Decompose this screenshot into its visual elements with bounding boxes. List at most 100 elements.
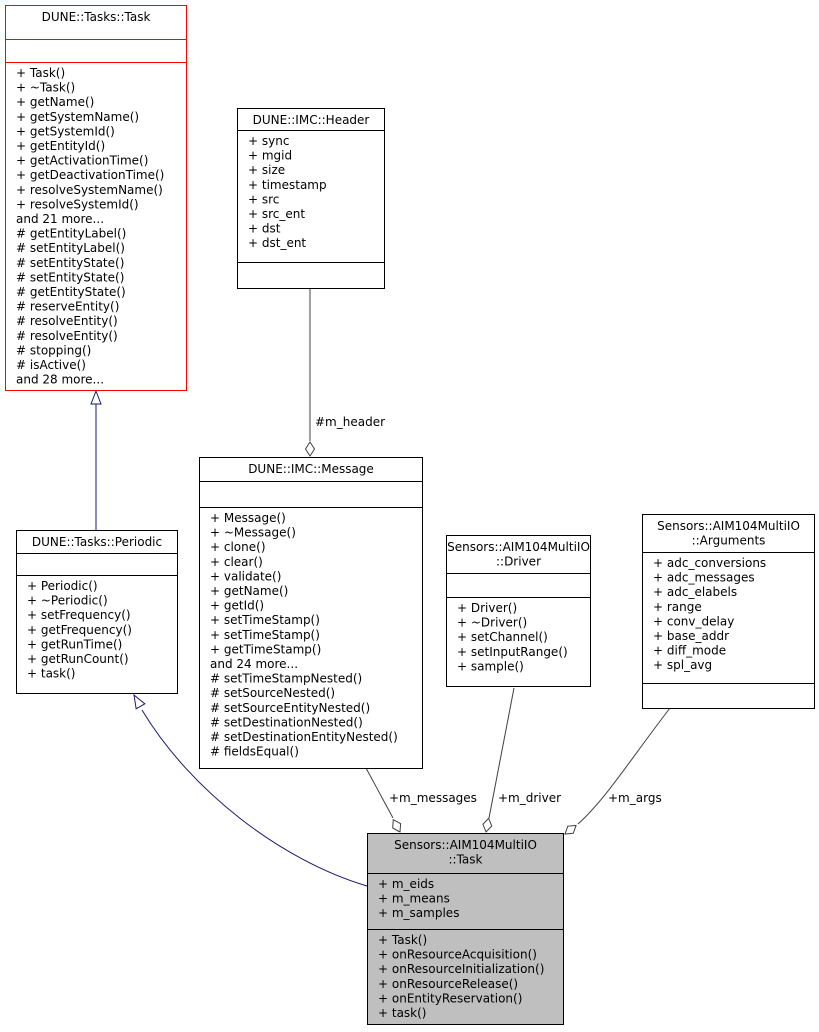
aggregation-diamond <box>482 817 493 833</box>
class-method: and 28 more... <box>16 373 104 387</box>
relation-message-to-task: +m_messages <box>365 767 477 833</box>
class-attribute: + m_means <box>378 892 450 906</box>
class-method: # reserveEntity() <box>16 300 119 314</box>
class-method: # resolveEntity() <box>16 329 118 343</box>
relation-task-base-to-periodic <box>90 389 102 530</box>
relation-label: +m_messages <box>389 791 477 805</box>
class-method: + getDeactivationTime() <box>16 168 164 182</box>
inheritance-arrowhead <box>90 389 102 405</box>
class-method: + getFrequency() <box>27 623 132 637</box>
relation-driver-to-task: +m_driver <box>482 687 561 833</box>
class-boxes: DUNE::Tasks::Task+ Task()+ ~Task()+ getN… <box>5 5 815 1025</box>
class-method: + getId() <box>210 599 264 613</box>
class-method: # fieldsEqual() <box>210 745 299 759</box>
class-title: Sensors::AIM104MultiIO <box>394 838 537 852</box>
class-attribute: + m_samples <box>378 906 459 920</box>
relation-line <box>488 687 515 819</box>
class-method: + sample() <box>457 659 524 673</box>
class-method: # setSourceEntityNested() <box>210 701 370 715</box>
class-method: + ~Driver() <box>457 616 527 630</box>
class-attribute: + conv_delay <box>653 614 734 628</box>
relation-label: #m_header <box>315 415 385 429</box>
class-title: ::Driver <box>496 555 541 569</box>
class-method: # setDestinationEntityNested() <box>210 730 398 744</box>
class-method: + getTimeStamp() <box>210 642 321 656</box>
class-method: # getEntityLabel() <box>16 227 126 241</box>
class-attribute: + adc_elabels <box>653 585 737 599</box>
class-title: DUNE::Tasks::Task <box>42 10 151 24</box>
inheritance-arrowhead <box>133 693 146 710</box>
class-box <box>446 535 591 687</box>
class-method: + getSystemName() <box>16 110 139 124</box>
class-periodic[interactable]: DUNE::Tasks::Periodic+ Periodic()+ ~Peri… <box>16 530 178 694</box>
class-method: + clone() <box>210 540 266 554</box>
class-method: + onResourceAcquisition() <box>378 948 537 962</box>
class-attribute: + dst_ent <box>248 236 306 250</box>
class-method: # getEntityState() <box>16 285 126 299</box>
class-method: + getName() <box>210 584 288 598</box>
class-method: + setTimeStamp() <box>210 613 320 627</box>
class-method: + Task() <box>16 66 65 80</box>
class-method: + clear() <box>210 555 263 569</box>
class-title: ::Task <box>449 853 483 867</box>
class-method: # isActive() <box>16 358 86 372</box>
class-method: # setEntityState() <box>16 270 124 284</box>
class-attribute: + spl_avg <box>653 658 712 672</box>
class-attribute: + adc_messages <box>653 571 755 585</box>
class-attribute: + src_ent <box>248 207 305 221</box>
relation-label: +m_driver <box>498 791 561 805</box>
class-method: + setInputRange() <box>457 645 568 659</box>
class-arguments[interactable]: Sensors::AIM104MultiIO::Arguments+ adc_c… <box>642 514 815 709</box>
class-title: Sensors::AIM104MultiIO <box>657 519 800 533</box>
class-imc-message[interactable]: DUNE::IMC::Message+ Message()+ ~Message(… <box>199 457 423 769</box>
class-method: + setFrequency() <box>27 608 131 622</box>
relation-line <box>365 767 394 819</box>
class-method: + getActivationTime() <box>16 154 148 168</box>
class-title: Sensors::AIM104MultiIO <box>447 540 590 554</box>
class-method: + onEntityReservation() <box>378 991 522 1005</box>
class-method: + getName() <box>16 95 94 109</box>
class-method: # setEntityState() <box>16 256 124 270</box>
class-attribute: + range <box>653 600 702 614</box>
class-method: # setSourceNested() <box>210 686 335 700</box>
class-method: + resolveSystemName() <box>16 183 163 197</box>
class-title: DUNE::IMC::Header <box>253 113 370 127</box>
class-imc-header[interactable]: DUNE::IMC::Header+ sync+ mgid+ size+ tim… <box>237 108 385 289</box>
class-attribute: + diff_mode <box>653 644 726 658</box>
relation-periodic-to-task <box>133 693 368 887</box>
aggregation-diamond <box>392 818 402 833</box>
class-box <box>237 108 385 289</box>
class-attribute: + m_eids <box>378 877 434 891</box>
relation-header-to-message: #m_header <box>304 289 385 457</box>
class-box <box>16 530 178 694</box>
class-method: + validate() <box>210 569 281 583</box>
class-attribute: + dst <box>248 222 281 236</box>
class-method: + onResourceRelease() <box>378 977 518 991</box>
class-method: + ~Message() <box>210 526 296 540</box>
relation-line <box>577 707 671 825</box>
class-method: + getRunTime() <box>27 637 122 651</box>
class-attribute: + sync <box>248 134 289 148</box>
class-method: and 21 more... <box>16 212 104 226</box>
class-method: + getRunCount() <box>27 652 129 666</box>
class-method: + Driver() <box>457 601 517 615</box>
class-attribute: + size <box>248 163 285 177</box>
class-method: # stopping() <box>16 343 91 357</box>
aggregation-diamond <box>564 824 577 835</box>
class-attribute: + adc_conversions <box>653 556 766 570</box>
class-method: + task() <box>378 1006 427 1020</box>
class-box <box>642 514 815 709</box>
class-method: + ~Task() <box>16 81 75 95</box>
class-method: + resolveSystemId() <box>16 197 139 211</box>
class-method: + setTimeStamp() <box>210 628 320 642</box>
class-task[interactable]: Sensors::AIM104MultiIO::Task+ m_eids+ m_… <box>367 833 564 1025</box>
class-box <box>5 5 187 391</box>
class-task-base[interactable]: DUNE::Tasks::Task+ Task()+ ~Task()+ getN… <box>5 5 187 391</box>
class-driver[interactable]: Sensors::AIM104MultiIO::Driver+ Driver()… <box>446 535 591 687</box>
class-attribute: + timestamp <box>248 178 327 192</box>
aggregation-diamond <box>304 441 316 457</box>
class-box <box>199 457 423 769</box>
relation-line <box>141 709 368 887</box>
class-method: and 24 more... <box>210 657 298 671</box>
